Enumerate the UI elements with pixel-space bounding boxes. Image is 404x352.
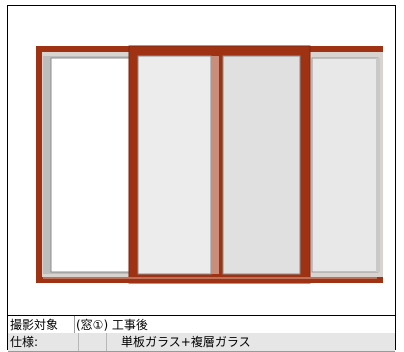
meeting-stile	[211, 56, 222, 274]
front-sash-glass-right	[222, 55, 301, 275]
spec-row: 仕様: 単板ガラス+複層ガラス	[8, 333, 395, 352]
spec-divider	[78, 333, 79, 351]
right-back-rail	[376, 58, 380, 272]
photo-area	[8, 6, 395, 315]
meeting-stile-edge	[219, 56, 222, 274]
subject-row: 撮影対象 (窓①) 工事後	[8, 315, 395, 335]
subject-divider	[74, 316, 75, 334]
right-back-glass	[311, 57, 379, 273]
photo-sheet: 撮影対象 (窓①) 工事後 仕様: 単板ガラス+複層ガラス	[7, 5, 396, 352]
left-glass-pane-inner	[50, 57, 134, 273]
spec-value: 単板ガラス+複層ガラス	[121, 335, 251, 349]
window-illustration	[36, 45, 383, 284]
subject-label: 撮影対象	[10, 318, 59, 332]
bottom-rail	[36, 277, 383, 283]
front-sash-glass-left	[137, 55, 212, 275]
spec-divider	[106, 333, 107, 351]
spec-label: 仕様:	[10, 335, 39, 349]
subject-value: (窓①) 工事後	[76, 318, 148, 332]
